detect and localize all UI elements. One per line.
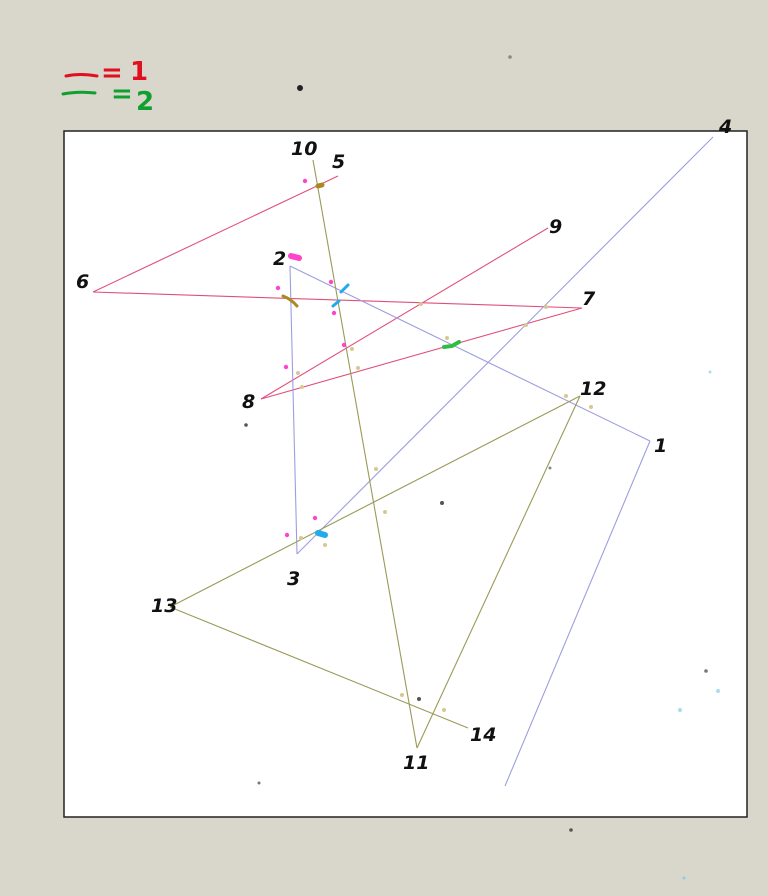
blue-dot	[678, 708, 682, 712]
point-label-14: 14	[470, 724, 496, 746]
stray-dot	[297, 85, 303, 91]
grey-dot	[257, 781, 261, 785]
intersection-marks	[281, 182, 461, 538]
edge-8-9	[260, 227, 549, 400]
edge-12-13	[169, 395, 581, 608]
magenta-dot	[275, 285, 281, 291]
mark-magenta	[288, 253, 302, 261]
magenta-dot	[283, 364, 289, 370]
stray-dot	[569, 828, 573, 832]
outer-dots	[297, 55, 686, 880]
grey-dot	[704, 669, 708, 673]
edge-11-12	[416, 395, 581, 749]
tan-dot	[300, 385, 304, 389]
tan-dot	[383, 510, 387, 514]
tan-dot	[442, 708, 446, 712]
edge-5-6	[92, 175, 339, 293]
point-label-4: 4	[718, 116, 732, 138]
tan-dot	[374, 467, 378, 471]
tan-dot	[564, 394, 568, 398]
legend: = 1 = 2	[61, 57, 154, 117]
edge-2-3	[289, 265, 298, 555]
tan-dot	[350, 347, 354, 351]
point-label-5: 5	[332, 151, 345, 173]
tan-dot	[589, 405, 593, 409]
tan-dot	[524, 323, 528, 327]
edge-3-4	[296, 136, 714, 555]
blue-dot	[716, 689, 720, 693]
grey-dot	[440, 501, 444, 505]
mark-blue	[331, 299, 341, 308]
legend-value-1: 1	[130, 57, 148, 87]
tan-dot	[419, 302, 423, 306]
legend-swatch-1	[64, 73, 99, 78]
edge-7-8	[260, 307, 583, 400]
point-label-7: 7	[582, 288, 596, 310]
tan-dot	[323, 543, 327, 547]
point-label-2: 2	[273, 248, 286, 270]
blue-dot	[708, 370, 712, 374]
magenta-dot	[328, 279, 334, 285]
point-label-11: 11	[403, 752, 429, 774]
legend-item-2: = 2	[61, 79, 154, 117]
point-label-9: 9	[549, 216, 562, 238]
mark-brown	[281, 294, 299, 308]
point-label-12: 12	[580, 378, 606, 400]
magenta-dot	[302, 178, 308, 184]
edge-1-2	[289, 265, 651, 442]
legend-value-2: 2	[136, 87, 154, 117]
legend-symbol-1: =	[101, 58, 123, 88]
scatter-dots	[244, 178, 720, 785]
legend-swatch-2	[61, 90, 97, 96]
edge-13-14	[169, 606, 469, 729]
stray-dot	[508, 55, 512, 59]
magenta-dot	[284, 532, 290, 538]
legend-symbol-2: =	[111, 79, 133, 109]
stray-dot	[682, 876, 686, 880]
point-label-3: 3	[287, 568, 300, 590]
tan-dot	[356, 366, 360, 370]
point-label-8: 8	[242, 391, 255, 413]
canvas-area	[63, 130, 748, 818]
mark-blue	[315, 530, 328, 538]
magenta-dot	[312, 515, 318, 521]
point-label-1: 1	[654, 435, 667, 457]
tan-dot	[296, 371, 300, 375]
edge-1-tail	[504, 440, 651, 787]
mark-blue	[339, 283, 350, 294]
magenta-dot	[341, 342, 347, 348]
tan-dot	[400, 693, 404, 697]
tan-dot	[544, 305, 548, 309]
grey-dot	[548, 466, 552, 470]
tan-dot	[299, 536, 303, 540]
point-label-13: 13	[151, 595, 177, 617]
edge-10-11	[312, 159, 418, 749]
legend-item-1: = 1	[64, 57, 148, 88]
mark-brown	[315, 182, 325, 189]
mark-green	[442, 340, 461, 349]
grey-dot	[417, 697, 421, 701]
point-label-6: 6	[76, 271, 89, 293]
magenta-dot	[331, 310, 337, 316]
edges-layer	[92, 136, 714, 787]
grey-dot	[244, 423, 248, 427]
tan-dot	[445, 336, 449, 340]
point-label-10: 10	[291, 138, 317, 160]
